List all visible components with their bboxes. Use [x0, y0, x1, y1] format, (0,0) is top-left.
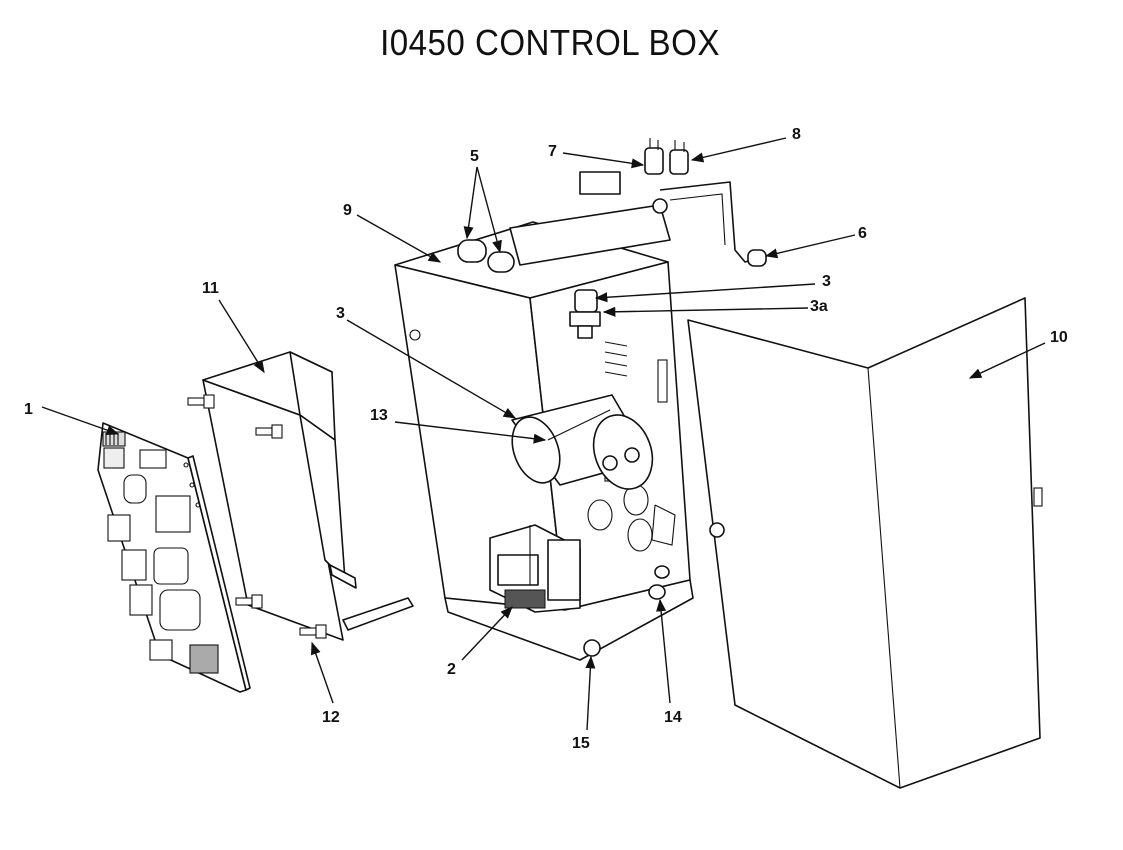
callout-15: 15 [572, 735, 590, 752]
callout-12: 12 [322, 709, 340, 726]
callout-5: 5 [470, 148, 479, 165]
control-circuit-board [97, 422, 251, 693]
callout-10: 10 [1050, 329, 1068, 346]
contactor [489, 524, 581, 613]
callout-1: 1 [24, 401, 33, 418]
control-box-cover [687, 297, 1043, 789]
board-mounting-bracket [202, 351, 414, 641]
callout-14: 14 [664, 709, 682, 726]
callout-3-capacitor: 3 [336, 305, 345, 322]
run-capacitor [511, 394, 654, 490]
callout-labels: 1 2 3 3 3a 5 6 7 8 9 10 11 12 13 14 15 [24, 126, 1068, 752]
diagram-title: I0450 CONTROL BOX [380, 22, 720, 63]
callout-9: 9 [343, 202, 352, 219]
callout-7: 7 [548, 143, 557, 160]
callout-3-relay: 3 [822, 273, 831, 290]
mounting-screws [187, 394, 327, 639]
bushing-and-nut [583, 565, 670, 657]
callout-11: 11 [202, 280, 219, 297]
callout-6: 6 [858, 225, 867, 242]
callout-13: 13 [370, 407, 388, 424]
top-valve-assembly [457, 138, 767, 273]
leader-lines [41, 137, 1046, 731]
callout-8: 8 [792, 126, 801, 143]
callout-3a: 3a [810, 298, 828, 315]
relay-component [569, 289, 601, 339]
callout-2: 2 [447, 661, 456, 678]
